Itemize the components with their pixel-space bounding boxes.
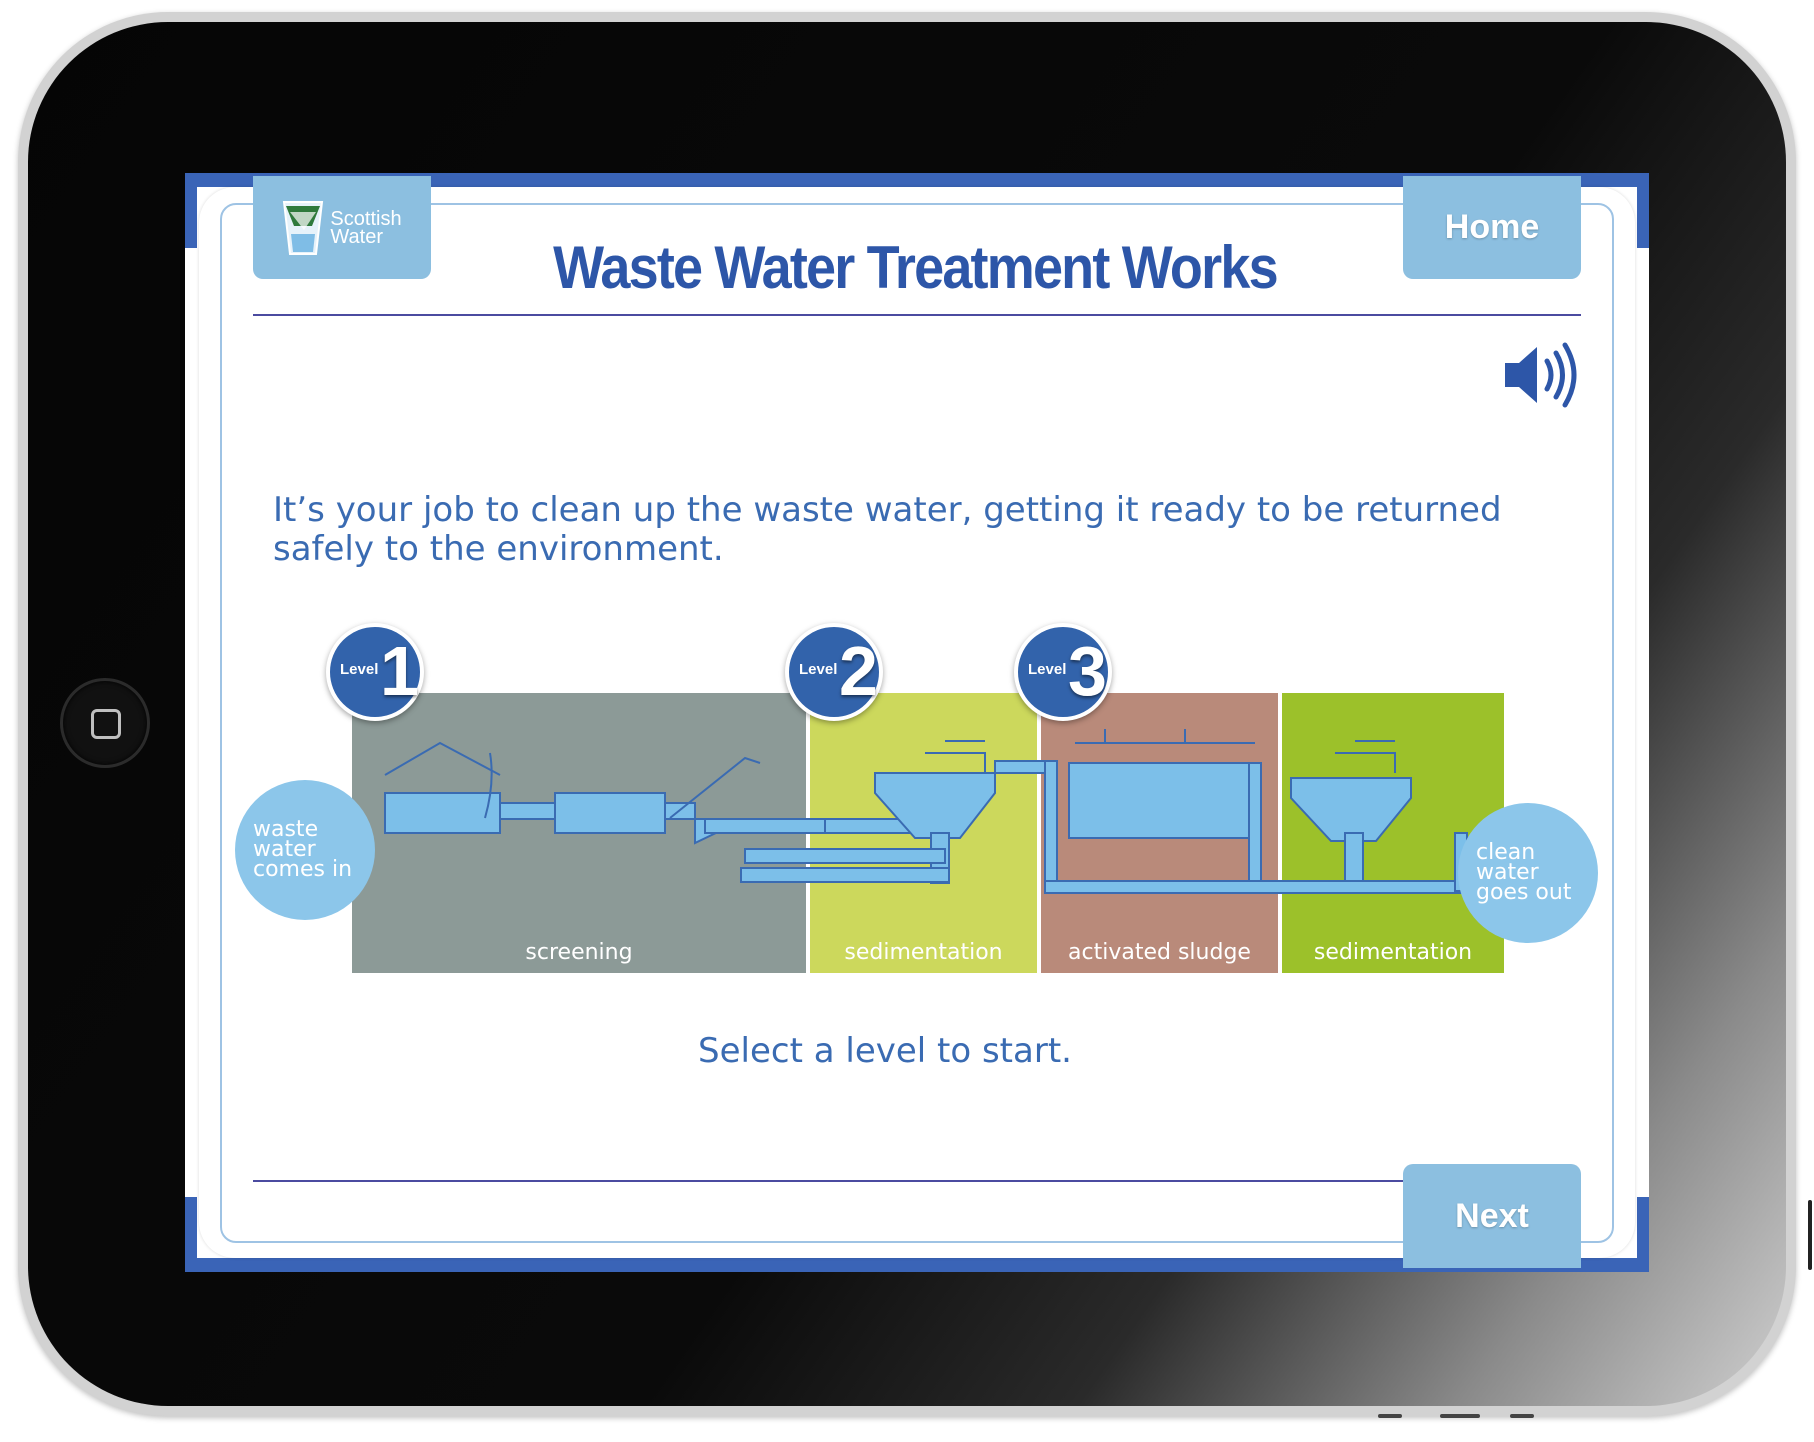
border-corner <box>1637 1197 1649 1272</box>
device-side-button <box>1808 1200 1812 1270</box>
inner-frame <box>220 203 1614 1243</box>
logo-text: Scottish Water <box>330 207 402 248</box>
logo-text-line2: Water <box>330 225 384 248</box>
level-word: Level <box>799 661 838 678</box>
next-button[interactable]: Next <box>1403 1164 1581 1268</box>
divider <box>253 314 1581 316</box>
border-corner <box>1637 173 1649 248</box>
intro-text: It’s your job to clean up the waste wate… <box>273 490 1502 569</box>
inflow-line: waste <box>253 817 319 842</box>
speaker-icon[interactable] <box>1503 339 1583 411</box>
level-1-button[interactable]: Level 1 <box>326 623 424 721</box>
treatment-diagram: screening sedimentation activated sludge… <box>225 623 1625 983</box>
level-number: 3 <box>1068 632 1107 710</box>
home-button[interactable]: Home <box>1403 176 1581 279</box>
app-screen: Scottish Water Home Waste Water Treatmen… <box>185 173 1649 1272</box>
border-corner <box>185 1197 197 1272</box>
level-2-button[interactable]: Level 2 <box>785 623 883 721</box>
logo-text-line1: Scottish <box>330 207 402 230</box>
level-number: 1 <box>380 632 419 710</box>
level-word: Level <box>340 661 379 678</box>
scottish-water-logo: Scottish Water <box>253 176 431 279</box>
device-slot <box>1510 1414 1534 1418</box>
level-number: 2 <box>839 632 878 710</box>
level-3-button[interactable]: Level 3 <box>1014 623 1112 721</box>
outflow-bubble: clean water goes out <box>1458 803 1598 943</box>
stage-label: activated sludge <box>1068 940 1251 965</box>
inflow-line: comes in <box>253 857 353 882</box>
stage-sedimentation-1: sedimentation <box>810 693 1037 973</box>
border-corner <box>185 173 197 248</box>
stage-activated-sludge: activated sludge <box>1041 693 1278 973</box>
device-home-button[interactable] <box>60 678 150 768</box>
inflow-bubble: waste water comes in <box>235 780 375 920</box>
inflow-line: water <box>253 837 316 862</box>
device-slot <box>1378 1414 1402 1418</box>
stage-label: sedimentation <box>844 940 1003 965</box>
stage-screening: screening <box>352 693 806 973</box>
top-border-bar <box>185 173 1649 187</box>
outflow-line: clean <box>1476 840 1536 865</box>
home-square-icon <box>91 709 121 739</box>
scottish-water-glass-icon <box>283 200 324 255</box>
device-slot <box>1440 1414 1480 1418</box>
stage-label: screening <box>525 940 633 965</box>
page-title: Waste Water Treatment Works <box>553 234 1278 301</box>
outflow-line: water <box>1476 860 1539 885</box>
prompt-text: Select a level to start. <box>698 1031 1072 1071</box>
stage-label: sedimentation <box>1313 940 1473 965</box>
bottom-border-bar <box>185 1258 1649 1272</box>
level-word: Level <box>1028 661 1067 678</box>
outflow-line: goes out <box>1476 880 1572 905</box>
divider <box>253 1180 1403 1182</box>
